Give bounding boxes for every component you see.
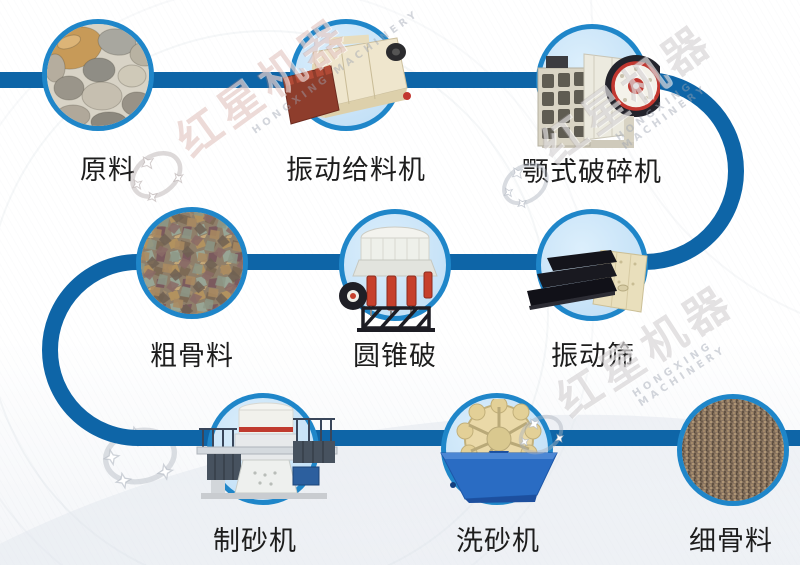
stage-label-cone-crusher: 圆锥破 (353, 341, 437, 372)
coarse-aggregate-photo-icon (136, 207, 248, 319)
stage-label-sand-maker: 制砂机 (213, 526, 297, 557)
stage-label-coarse-aggregate: 粗骨料 (150, 341, 234, 372)
fine-aggregate-photo-icon (677, 394, 789, 506)
node-circle (536, 209, 648, 321)
node-circle (207, 393, 319, 505)
stage-label-jaw-crusher: 颚式破碎机 (522, 157, 662, 188)
stage-label-sand-washer: 洗砂机 (456, 526, 540, 557)
node-circle (536, 24, 648, 136)
raw-pebbles-photo-icon (42, 19, 154, 131)
stage-label-raw-material: 原料 (80, 155, 136, 186)
node-circle (339, 209, 451, 321)
stage-label-vibrating-feeder: 振动给料机 (286, 155, 426, 186)
stage-label-fine-aggregate: 细骨料 (689, 526, 773, 557)
stage-label-vibrating-screen: 振动筛 (551, 341, 635, 372)
node-circle (441, 393, 553, 505)
node-circle (290, 19, 402, 131)
